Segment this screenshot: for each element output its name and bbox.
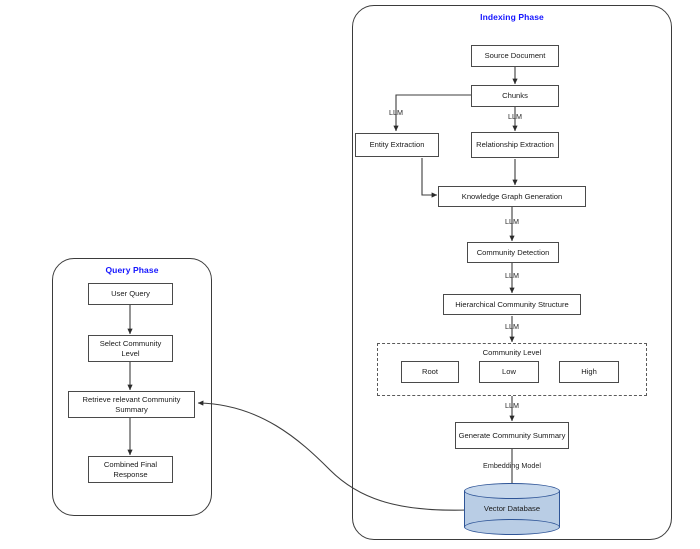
node-generate-community-summary[interactable]: Generate Community Summary bbox=[455, 422, 569, 449]
edge-label-chunks-to-relationship: LLM bbox=[508, 112, 522, 121]
node-community-detection[interactable]: Community Detection bbox=[467, 242, 559, 263]
node-chunks[interactable]: Chunks bbox=[471, 85, 559, 107]
node-community-level-high[interactable]: High bbox=[559, 361, 619, 383]
node-vector-database[interactable]: Vector Database bbox=[464, 483, 560, 535]
query-phase-container bbox=[52, 258, 212, 516]
community-level-caption: Community Level bbox=[482, 348, 542, 357]
node-community-level-low[interactable]: Low bbox=[479, 361, 539, 383]
node-knowledge-graph-generation[interactable]: Knowledge Graph Generation bbox=[438, 186, 586, 207]
cylinder-bottom-ellipse bbox=[464, 519, 560, 535]
edge-entity-to-kgg bbox=[421, 158, 438, 198]
community-level-group bbox=[377, 343, 647, 396]
node-combined-final-response[interactable]: Combined Final Response bbox=[88, 456, 173, 483]
node-entity-extraction[interactable]: Entity Extraction bbox=[355, 133, 439, 157]
indexing-phase-container bbox=[352, 5, 672, 540]
indexing-phase-title: Indexing Phase bbox=[480, 12, 544, 22]
edge-db-to-retrieve bbox=[197, 400, 469, 511]
node-user-query[interactable]: User Query bbox=[88, 283, 173, 305]
edge-label-hierarchical-to-levels: LLM bbox=[505, 322, 519, 331]
node-source-document[interactable]: Source Document bbox=[471, 45, 559, 67]
node-hierarchical-community-structure[interactable]: Hierarchical Community Structure bbox=[443, 294, 581, 315]
edge-label-kgg-to-community-detection: LLM bbox=[505, 217, 519, 226]
edge-label-levels-to-summary: LLM bbox=[505, 401, 519, 410]
edge-label-summary-to-db: Embedding Model bbox=[483, 461, 541, 470]
edge-label-cd-to-hierarchical: LLM bbox=[505, 271, 519, 280]
cylinder-top-ellipse bbox=[464, 483, 560, 499]
node-select-community-level[interactable]: Select Community Level bbox=[88, 335, 173, 362]
query-phase-title: Query Phase bbox=[105, 265, 159, 275]
node-community-level-root[interactable]: Root bbox=[401, 361, 459, 383]
node-relationship-extraction[interactable]: Relationship Extraction bbox=[471, 132, 559, 158]
edge-label-chunks-to-entity: LLM bbox=[389, 108, 403, 117]
node-retrieve-relevant-community-summary[interactable]: Retrieve relevant Community Summary bbox=[68, 391, 195, 418]
vector-database-label: Vector Database bbox=[483, 504, 541, 514]
edge-chunks-to-entity bbox=[393, 94, 473, 132]
